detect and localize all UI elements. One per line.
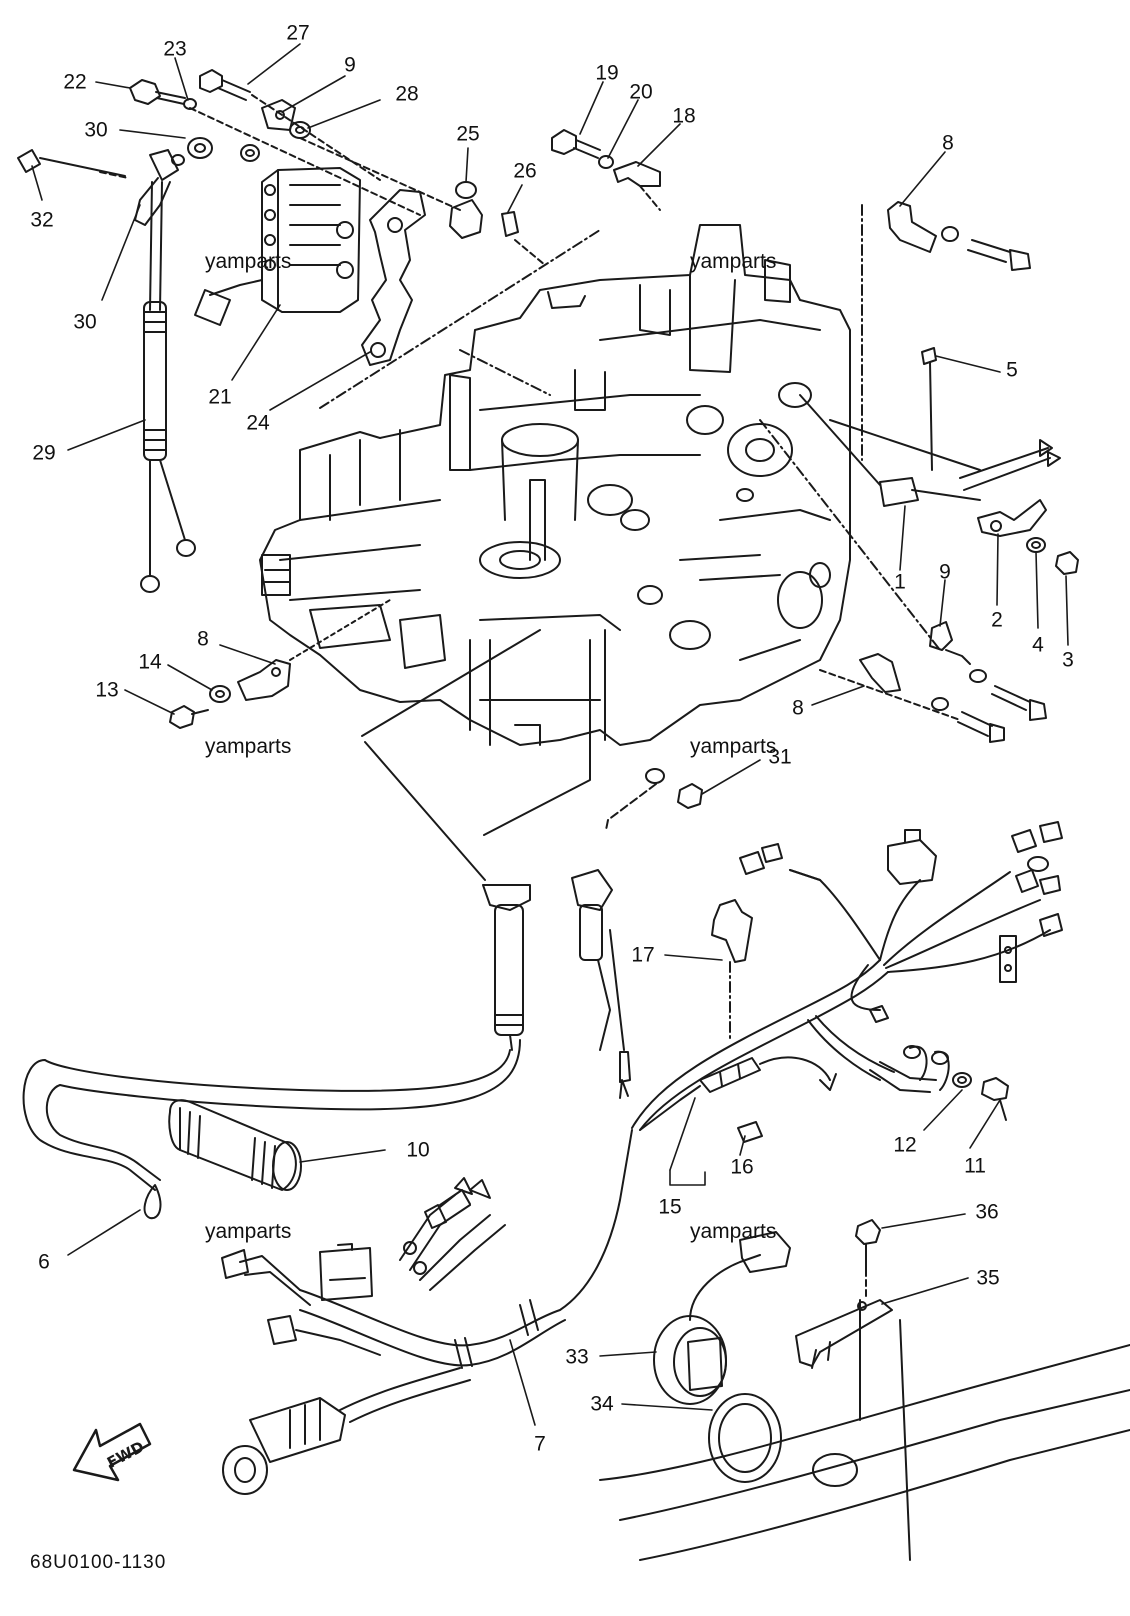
callout-4: 4 <box>1032 633 1044 657</box>
plug-lead-group <box>361 629 631 1083</box>
fwd-arrow: FWD <box>72 1422 152 1482</box>
left-clamp-group <box>169 599 391 729</box>
callout-2: 2 <box>991 608 1003 632</box>
callout-20: 20 <box>629 80 653 104</box>
lead-wire-and-protector <box>22 1039 521 1220</box>
fwd-label: FWD <box>104 1438 147 1472</box>
callout-25: 25 <box>456 122 480 146</box>
callout-30-top: 30 <box>84 118 108 142</box>
callout-11: 11 <box>964 1154 986 1178</box>
callout-16: 16 <box>730 1155 754 1179</box>
callout-23: 23 <box>163 37 187 61</box>
callout-6: 6 <box>38 1250 50 1274</box>
callout-29: 29 <box>32 441 56 465</box>
callout-1: 1 <box>894 570 906 594</box>
lower-cowling-group <box>599 1219 1130 1561</box>
right-side-components <box>759 201 1079 743</box>
callout-8-top-right: 8 <box>942 131 954 155</box>
callout-26: 26 <box>513 159 537 183</box>
callout-9-top: 9 <box>344 53 356 77</box>
callout-21: 21 <box>208 385 232 409</box>
engine-block <box>259 224 851 746</box>
ignition-coil-assembly <box>99 69 546 366</box>
wiring-harness-7 <box>221 1129 633 1495</box>
callout-3: 3 <box>1062 648 1074 672</box>
callout-9-right: 9 <box>939 560 951 584</box>
cable-tie-32 <box>17 149 126 177</box>
callout-31: 31 <box>768 745 792 769</box>
diagram-code: 68U0100-1130 <box>30 1552 167 1573</box>
callout-8-right: 8 <box>792 696 804 720</box>
callout-34: 34 <box>590 1392 614 1416</box>
callout-30-bottom: 30 <box>73 310 97 334</box>
high-tension-cord <box>140 181 196 593</box>
callout-7: 7 <box>534 1432 546 1456</box>
watermark: yamparts <box>690 250 777 273</box>
callout-22: 22 <box>63 70 87 94</box>
watermark: yamparts <box>205 1220 292 1243</box>
callout-10: 10 <box>406 1138 430 1162</box>
callout-28: 28 <box>395 82 419 106</box>
watermark: yamparts <box>690 1220 777 1243</box>
clamp-bolt-group <box>551 129 661 211</box>
callout-14: 14 <box>138 650 162 674</box>
callout-36: 36 <box>975 1200 999 1224</box>
callout-17: 17 <box>631 943 655 967</box>
watermark: yamparts <box>690 735 777 758</box>
callout-5: 5 <box>1006 358 1018 382</box>
callout-24: 24 <box>246 411 270 435</box>
callout-19: 19 <box>595 61 619 85</box>
watermark: yamparts <box>205 735 292 758</box>
callout-32: 32 <box>30 208 54 232</box>
callout-13: 13 <box>95 678 119 702</box>
callout-33: 33 <box>565 1345 589 1369</box>
watermark: yamparts <box>205 250 292 273</box>
callout-8-left: 8 <box>197 627 209 651</box>
callout-leaders <box>31 43 1069 1426</box>
callout-27: 27 <box>286 21 310 45</box>
callout-35: 35 <box>976 1266 1000 1290</box>
engine-wire-harness <box>619 821 1063 1143</box>
callout-12: 12 <box>893 1133 917 1157</box>
callout-18: 18 <box>672 104 696 128</box>
bolt-31 <box>605 768 703 831</box>
callout-15: 15 <box>658 1195 682 1219</box>
